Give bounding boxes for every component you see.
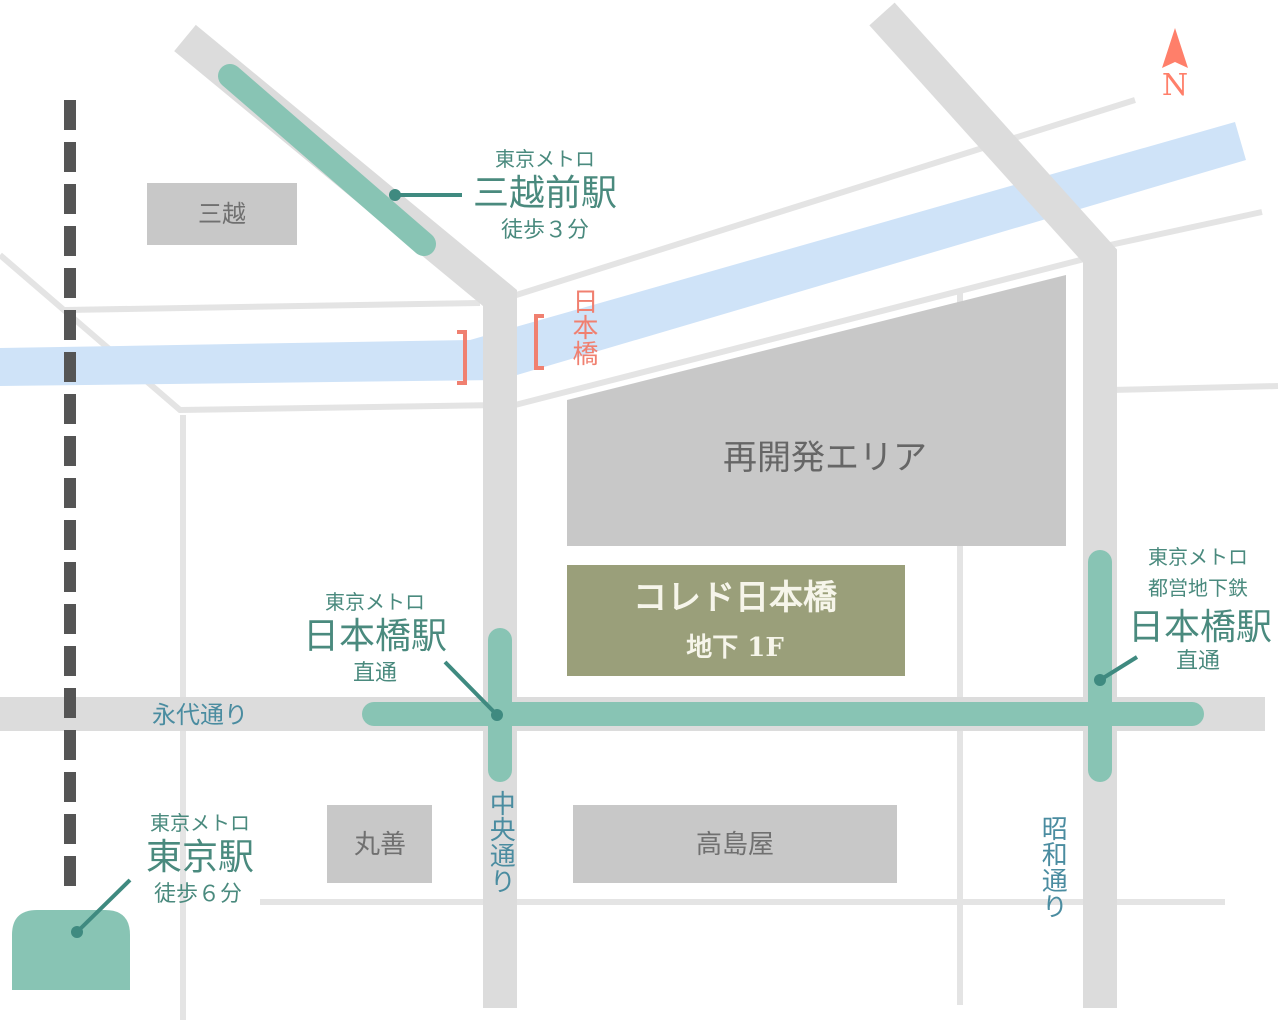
minor-road	[509, 97, 1136, 300]
coredo-floor-label: 地下 1F	[686, 633, 784, 663]
station-dot	[491, 709, 503, 721]
north-label: N	[1161, 68, 1189, 103]
chuo-dori-label: 中央通り	[485, 790, 516, 894]
nihonbashi-west-access: 直通	[352, 661, 398, 686]
leader-line	[443, 660, 499, 717]
minor-road	[1109, 209, 1263, 248]
bridge-brackets	[457, 314, 544, 385]
tokyo-station-shape	[12, 910, 130, 990]
station-dots	[71, 189, 1106, 938]
nihonbashi-bridge-label: 日本橋	[567, 288, 598, 366]
metro-lines	[218, 64, 1204, 782]
leader-lines	[75, 193, 1139, 934]
tokyo-operator: 東京メトロ	[150, 811, 250, 835]
minor-road	[0, 252, 501, 414]
nihonbashi-west-station-name[interactable]: 日本橋駅	[302, 616, 448, 657]
eitai-dori-label: 永代通り	[152, 701, 248, 729]
bracket-right	[534, 314, 544, 370]
station-dot	[1094, 674, 1106, 686]
nihonbashi-east-operator: 東京メトロ	[1148, 545, 1248, 569]
station-dot	[389, 189, 401, 201]
maruzen-building	[327, 805, 432, 883]
nihonbashi-east-access: 直通	[1175, 649, 1221, 674]
north-arrow-icon	[1162, 28, 1188, 68]
tokyo-walk-time: 徒歩６分	[153, 882, 243, 907]
nihonbashi-east-station-name[interactable]: 日本橋駅	[1127, 607, 1273, 648]
station-dot	[71, 926, 83, 938]
mitsukoshi-label: 三越	[198, 200, 246, 228]
maruzen-label: 丸善	[353, 830, 407, 860]
tokyo-station-name[interactable]: 東京駅	[145, 837, 255, 878]
mitsukoshimae-walk-time: 徒歩３分	[500, 218, 590, 243]
minor-road	[514, 252, 1101, 408]
takashimaya-label: 高島屋	[695, 830, 775, 860]
leader-line	[1098, 655, 1139, 682]
minor-road	[1109, 383, 1279, 393]
mitsukoshimae-station-name[interactable]: 三越前駅	[472, 173, 618, 214]
coredo-building	[567, 565, 905, 676]
redevelopment-label: 再開発エリア	[723, 438, 927, 478]
mitsukoshimae-operator: 東京メトロ	[495, 147, 595, 171]
mitsukoshi-building	[147, 183, 297, 245]
leader-line	[75, 878, 132, 934]
nihonbashi-river	[0, 122, 1246, 386]
minor-road	[64, 300, 481, 313]
showa-dori-label: 昭和通り	[1037, 815, 1068, 919]
takashimaya-building	[573, 805, 897, 883]
ginza-line	[218, 64, 436, 256]
coredo-label[interactable]: コレド日本橋	[633, 578, 837, 618]
redevelopment-area	[567, 275, 1066, 546]
nihonbashi-west-operator: 東京メトロ	[325, 590, 425, 614]
nihonbashi-east-operator2: 都営地下鉄	[1148, 576, 1248, 600]
bracket-left	[457, 330, 467, 385]
